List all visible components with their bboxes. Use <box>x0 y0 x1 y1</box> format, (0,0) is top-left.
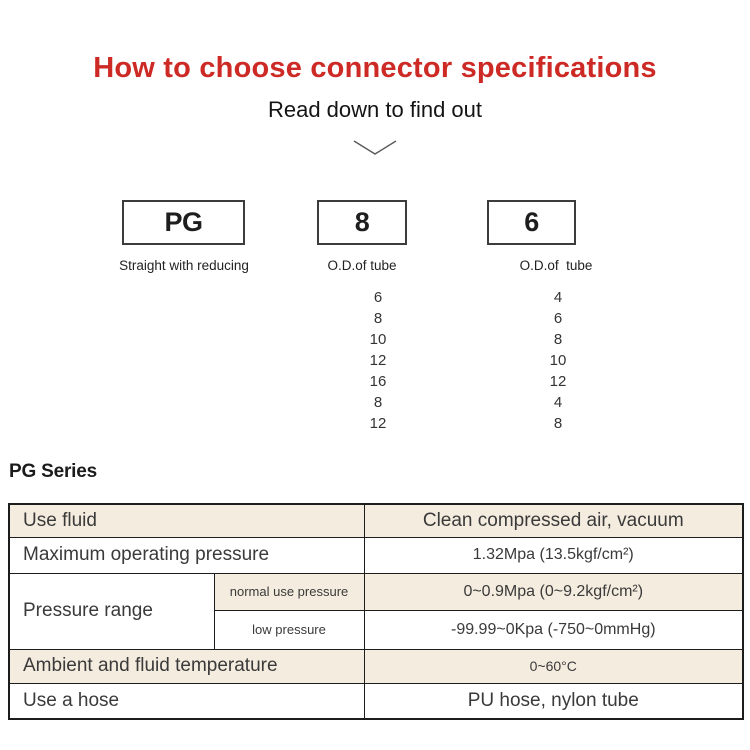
code-box-pg-text: PG <box>164 207 203 237</box>
page-subtitle: Read down to find out <box>267 97 483 122</box>
segment-label-od-of-tube-second: O.D.of tube <box>519 258 593 273</box>
tube-size-list-first: 6 8 10 12 16 8 12 <box>318 287 438 434</box>
segment-label-straight-with-reducing: Straight with reducing <box>119 258 249 273</box>
row-label-use-fluid: Use fluid <box>8 503 365 538</box>
tube-size-list-second: 4 6 8 10 12 4 8 <box>498 287 618 434</box>
tube-size-item: 10 <box>369 331 387 348</box>
sub-label-normal-use-pressure: normal use pressure <box>213 572 365 611</box>
table-row-ambient-temp: Ambient and fluid temperature 0~60°C <box>8 648 744 684</box>
segment-label-od-of-tube-first: O.D.of tube <box>327 258 397 273</box>
tube-size-item: 6 <box>553 310 563 327</box>
row-label-ambient-temp: Ambient and fluid temperature <box>8 648 365 684</box>
table-row-pressure-range-normal: Pressure range normal use pressure 0~0.9… <box>8 572 744 650</box>
tube-size-item: 12 <box>369 415 387 432</box>
tube-size-item: 8 <box>553 415 563 432</box>
table-row-use-fluid: Use fluid Clean compressed air, vacuum <box>8 503 744 538</box>
tube-size-item: 4 <box>553 289 563 306</box>
code-box-tube-od-first-text: 8 <box>354 207 370 237</box>
sub-label-low-pressure: low pressure <box>213 609 365 650</box>
table-row-hose: Use a hose PU hose, nylon tube <box>8 682 744 720</box>
spec-table: Use fluid Clean compressed air, vacuum M… <box>8 503 745 720</box>
tube-size-item: 16 <box>369 373 387 390</box>
row-value-low-pressure: -99.99~0Kpa (-750~0mmHg) <box>363 609 744 650</box>
row-label-hose: Use a hose <box>8 682 365 720</box>
page-title: How to choose connector specifications <box>93 52 657 84</box>
tube-size-item: 10 <box>549 352 567 369</box>
tube-size-item: 8 <box>373 310 383 327</box>
chevron-down-icon <box>353 140 397 155</box>
tube-size-item: 12 <box>549 373 567 390</box>
code-box-tube-od-first: 8 <box>317 200 407 245</box>
table-row-pressure-range-low: low pressure -99.99~0Kpa (-750~0mmHg) <box>9 609 744 650</box>
series-heading: PG Series <box>9 461 97 482</box>
row-value-ambient-temp: 0~60°C <box>363 648 744 684</box>
row-value-use-fluid: Clean compressed air, vacuum <box>363 503 744 538</box>
tube-size-item: 8 <box>553 331 563 348</box>
row-value-hose: PU hose, nylon tube <box>363 682 744 720</box>
code-box-tube-od-second: 6 <box>487 200 576 245</box>
tube-size-item: 12 <box>369 352 387 369</box>
tube-size-item: 8 <box>373 394 383 411</box>
tube-size-item: 6 <box>373 289 383 306</box>
row-value-max-pressure: 1.32Mpa (13.5kgf/cm²) <box>363 536 744 574</box>
row-label-pressure-range: Pressure range <box>8 572 215 650</box>
row-value-normal-use-pressure: 0~0.9Mpa (0~9.2kgf/cm²) <box>363 572 744 611</box>
code-box-tube-od-second-text: 6 <box>524 207 539 237</box>
code-box-pg: PG <box>122 200 245 245</box>
tube-size-item: 4 <box>553 394 563 411</box>
table-row-max-pressure: Maximum operating pressure 1.32Mpa (13.5… <box>8 536 744 574</box>
row-label-max-pressure: Maximum operating pressure <box>8 536 365 574</box>
